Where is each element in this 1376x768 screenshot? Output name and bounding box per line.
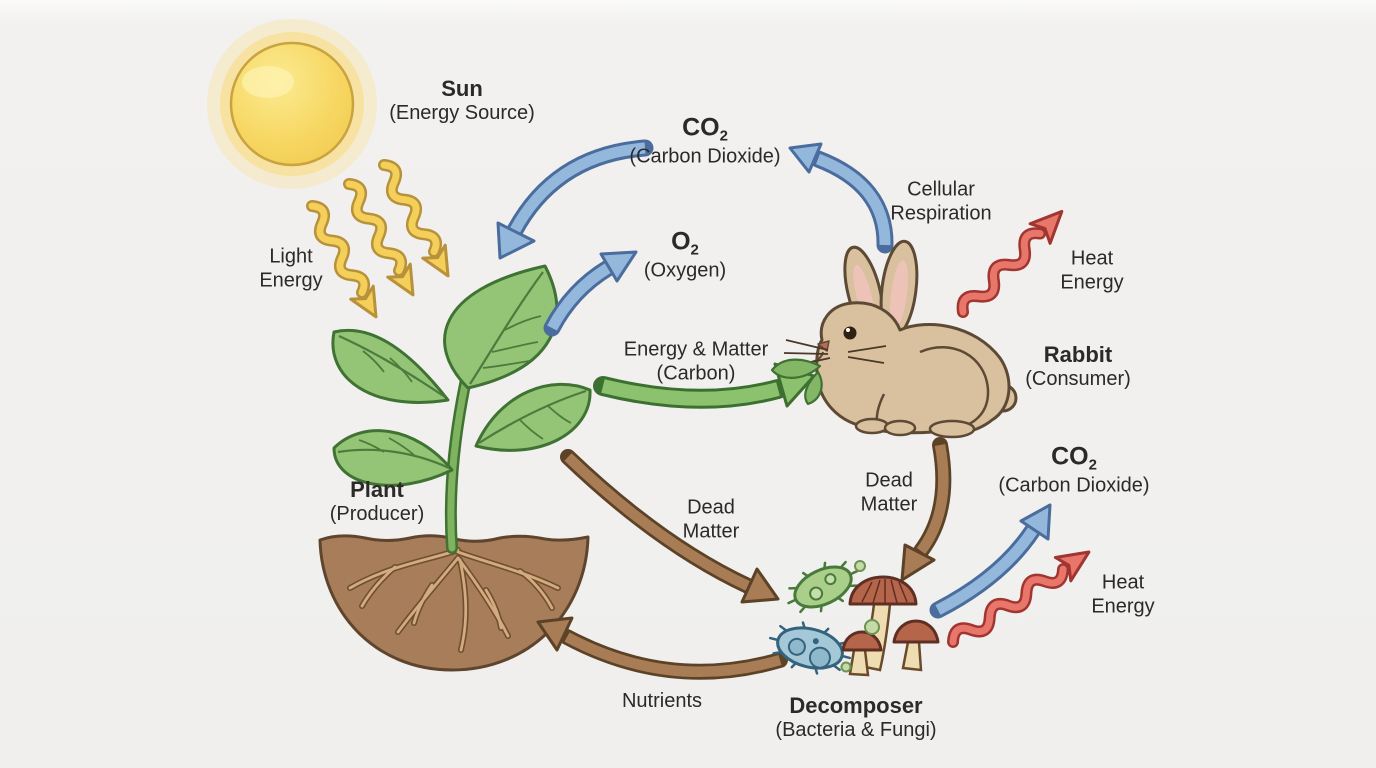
nutrients-label: Nutrients [621,690,703,713]
rabbit-label: Rabbit (Consumer) [1025,342,1131,391]
leaf-in-mouth-icon [770,358,823,406]
plant-roots [347,547,561,653]
rabbit-illustration [770,239,1018,439]
plant-illustration [331,264,592,554]
bacteria-green-icon [787,560,859,614]
dead-matter-arrow-plant [560,449,780,604]
heat-energy-bottom-label: Heat Energy [1091,571,1155,617]
rabbit-eye [843,326,857,340]
co2-absorption-arrow [496,139,654,260]
o2-label: O2 (Oxygen) [643,227,727,282]
cellular-respiration-label: Cellular Respiration [890,178,992,224]
heat-energy-top-label: Heat Energy [1060,247,1124,293]
decomposer-label: Decomposer (Bacteria & Fungi) [775,693,937,742]
dead-matter-arrow-rabbit [900,437,952,582]
heat-energy-arrow-bottom [947,550,1091,648]
bacteria-blue-icon [768,621,852,675]
rabbit-nose [817,340,830,352]
co2-bottom-label: CO2 (Carbon Dioxide) [998,442,1150,497]
nutrients-arrow [536,616,788,680]
dead-matter-rabbit-label: Dead Matter [860,469,918,515]
decomposer-illustration [768,560,940,677]
oxygen-release-arrow [543,250,638,337]
light-energy-arrows [306,159,450,319]
co2-top-label: CO2 (Carbon Dioxide) [629,113,781,168]
cellular-respiration-arrow [788,142,894,254]
sun-label: Sun (Energy Source) [389,76,535,125]
light-energy-label: Light Energy [259,245,323,291]
energy-matter-label: Energy & Matter (Carbon) [623,338,769,384]
soil-illustration [318,534,590,672]
co2-release-arrow-decomposer [929,503,1052,619]
mushrooms-icon [840,560,940,677]
sun-icon [207,19,377,189]
plant-leaves [331,264,592,487]
dead-matter-plant-label: Dead Matter [682,496,740,542]
plant-label: Plant (Producer) [329,477,425,526]
heat-energy-arrow-top [956,209,1064,318]
